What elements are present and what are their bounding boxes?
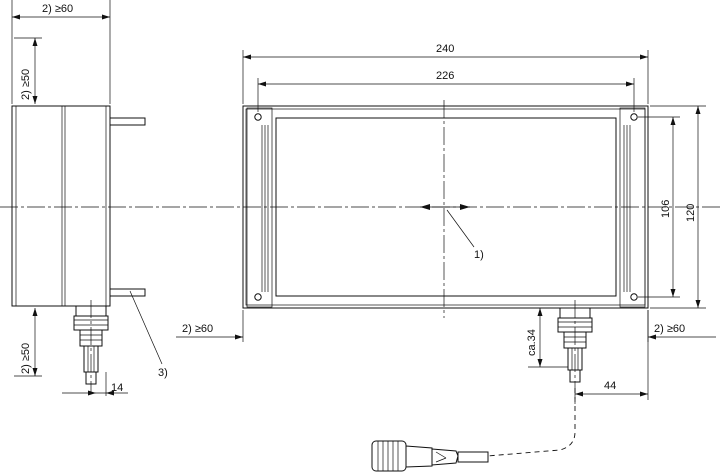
front-right-endcap bbox=[619, 107, 646, 308]
m12-connector bbox=[371, 440, 489, 472]
front-dimensions: 240 226 120 106 2) ≥60 2) ≥60 bbox=[176, 43, 716, 400]
side-mount-pin-bottom bbox=[109, 288, 146, 297]
bracket-callout: 3) bbox=[158, 367, 168, 379]
side-bottom-clearance-label: 2) ≥50 bbox=[20, 343, 32, 374]
front-housing-outer bbox=[242, 105, 649, 309]
front-view: 1) bbox=[242, 100, 649, 472]
front-window bbox=[275, 117, 617, 297]
front-left-clearance-label: 2) ≥60 bbox=[182, 323, 213, 335]
housing-width-label: 240 bbox=[436, 43, 454, 55]
cable-run bbox=[486, 388, 576, 457]
mount-hole-icon bbox=[254, 113, 262, 121]
front-left-endcap bbox=[246, 107, 273, 308]
front-right-clearance-label: 2) ≥60 bbox=[654, 323, 685, 335]
housing-height-label: 120 bbox=[685, 204, 697, 222]
connector-length-label: ca.34 bbox=[526, 329, 538, 356]
mount-hole-icon bbox=[630, 293, 638, 301]
side-mount-pin-top bbox=[109, 117, 146, 126]
cable-offset-label: 44 bbox=[604, 380, 616, 392]
side-view bbox=[11, 105, 146, 385]
side-offset-label: 14 bbox=[111, 382, 123, 394]
mount-hole-icon bbox=[254, 293, 262, 301]
mount-hole-icon bbox=[630, 113, 638, 121]
side-top-clearance-label: 2) ≥50 bbox=[20, 69, 32, 100]
top-clearance-label: 2) ≥60 bbox=[42, 3, 73, 15]
side-dimensions: 2) ≥60 2) ≥50 2) ≥50 14 3) bbox=[11, 0, 168, 396]
inner-height-label: 106 bbox=[660, 200, 672, 218]
inner-width-label: 226 bbox=[436, 70, 454, 82]
center-callout: 1) bbox=[474, 249, 484, 261]
side-housing bbox=[11, 105, 111, 307]
